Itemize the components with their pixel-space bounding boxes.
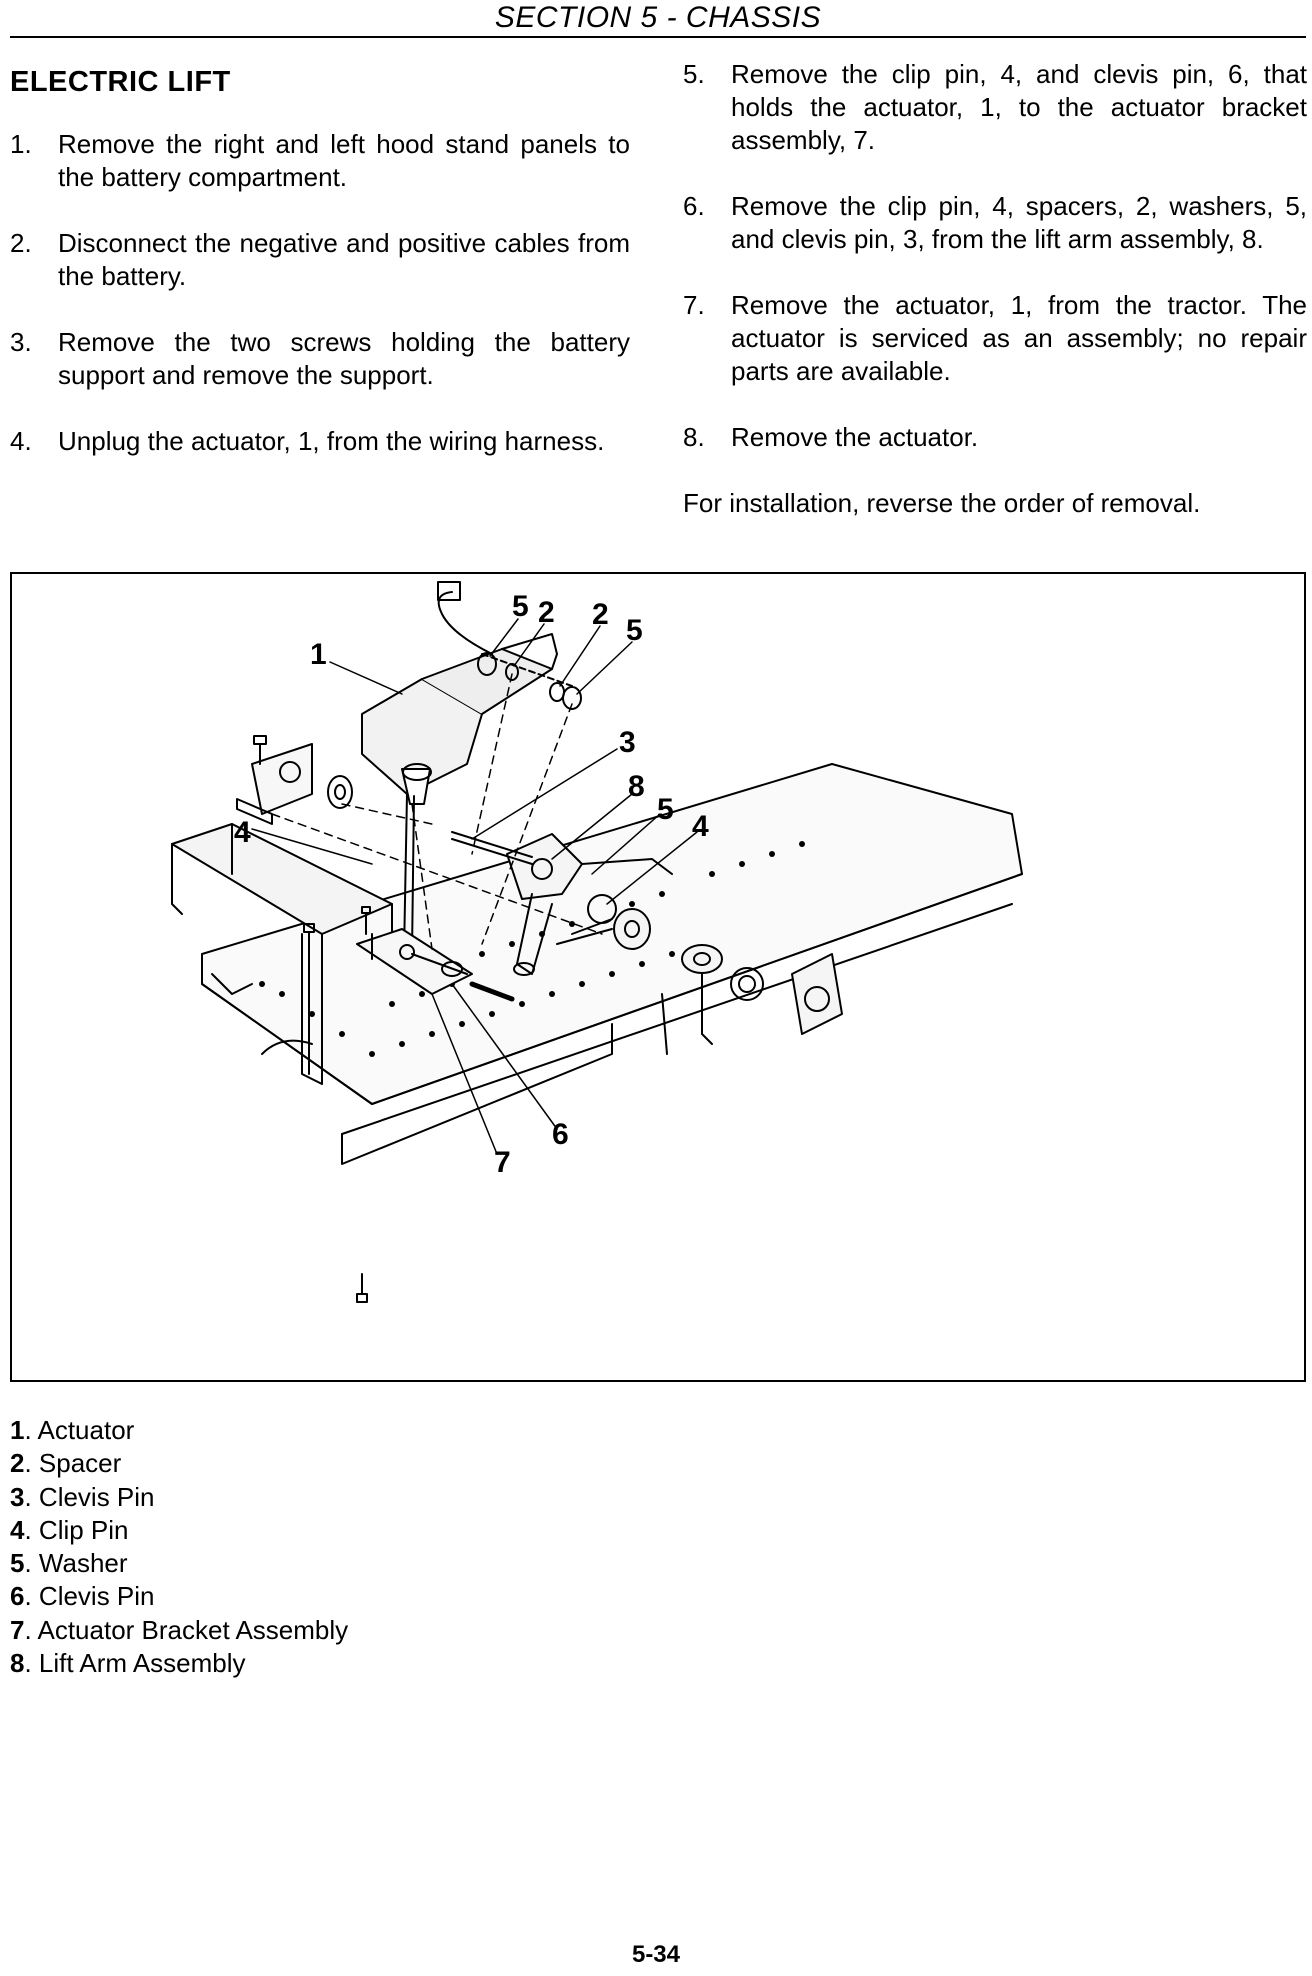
step-item: 8. Remove the actuator.: [683, 421, 1307, 454]
legend-label: . Clevis Pin: [24, 1581, 155, 1612]
battery-support-drawing: [171, 823, 393, 1085]
legend-item: 4. Clip Pin: [10, 1514, 348, 1547]
exploded-diagram-figure: 1 5 2 2 5 3 8 5 4 4 6 7: [10, 572, 1306, 1382]
leader-lines: [251, 618, 698, 1155]
left-column: ELECTRIC LIFT 1. Remove the right and le…: [10, 58, 630, 491]
step-text: Disconnect the negative and positive cab…: [58, 228, 630, 291]
step-text: Remove the two screws holding the batter…: [58, 327, 630, 390]
step-text: Remove the right and left hood stand pan…: [58, 129, 630, 192]
step-number: 3.: [10, 327, 32, 357]
clevis-pin-drawing: [469, 981, 515, 1002]
legend-label: . Spacer: [24, 1448, 122, 1479]
step-number: 4.: [10, 426, 32, 456]
step-number: 2.: [10, 228, 32, 258]
chassis-frame-drawing: [201, 763, 1023, 1165]
legend-label: . Actuator: [24, 1415, 135, 1445]
legend-item: 7. Actuator Bracket Assembly: [10, 1614, 348, 1647]
bearing-bracket-drawing: [613, 908, 843, 1055]
step-item: 3. Remove the two screws holding the bat…: [10, 326, 630, 392]
step-number: 6.: [683, 191, 705, 221]
callout-labels: 1 5 2 2 5 3 8 5 4 4 6 7: [234, 590, 709, 1179]
callout-label: 5: [626, 614, 643, 647]
legend-label: . Lift Arm Assembly: [24, 1648, 246, 1679]
legend-label: . Washer: [24, 1548, 128, 1579]
spacer-washer-drawing: [477, 652, 582, 710]
step-item: 7. Remove the actuator, 1, from the trac…: [683, 289, 1307, 388]
parts-legend: 1. Actuator 2. Spacer 3. Clevis Pin 4. C…: [10, 1414, 348, 1680]
legend-item: 2. Spacer: [10, 1447, 348, 1480]
closing-note: For installation, reverse the order of r…: [683, 488, 1201, 518]
step-number: 1.: [10, 129, 32, 159]
callout-label: 2: [592, 598, 609, 631]
actuator-drawing: [361, 581, 558, 955]
callout-label: 4: [692, 810, 709, 843]
left-bracket-drawing: [236, 735, 313, 825]
callout-label: 5: [512, 590, 529, 623]
legend-number: 7: [10, 1614, 25, 1645]
exploded-diagram: 1 5 2 2 5 3 8 5 4 4 6 7: [171, 581, 1023, 1303]
legend-item: 1. Actuator: [10, 1414, 348, 1447]
legend-number: 8: [10, 1648, 25, 1679]
step-text: Remove the clip pin, 4, and clevis pin, …: [731, 59, 1307, 155]
legend-item: 8. Lift Arm Assembly: [10, 1647, 348, 1680]
section-header: SECTION 5 - CHASSIS: [10, 0, 1306, 38]
legend-label: . Clevis Pin: [24, 1481, 155, 1512]
callout-label: 4: [234, 816, 251, 849]
legend-number: 3: [10, 1481, 25, 1512]
page-number: 5-34: [631, 1941, 681, 1968]
section-heading: ELECTRIC LIFT: [10, 66, 231, 98]
step-text: Remove the actuator, 1, from the tractor…: [731, 290, 1307, 386]
legend-number: 1: [10, 1415, 25, 1445]
legend-number: 6: [10, 1581, 25, 1612]
step-number: 7.: [683, 290, 705, 320]
step-number: 8.: [683, 422, 705, 452]
legend-item: 6. Clevis Pin: [10, 1580, 348, 1613]
legend-label: . Actuator Bracket Assembly: [24, 1614, 349, 1645]
bolts-drawing: [303, 906, 371, 1303]
callout-label: 6: [552, 1118, 569, 1151]
callout-label: 7: [494, 1146, 511, 1179]
step-item: 1. Remove the right and left hood stand …: [10, 128, 630, 194]
legend-item: 5. Washer: [10, 1547, 348, 1580]
right-column: 5. Remove the clip pin, 4, and clevis pi…: [683, 58, 1307, 520]
step-item: 5. Remove the clip pin, 4, and clevis pi…: [683, 58, 1307, 157]
legend-number: 4: [10, 1514, 25, 1545]
step-text: Unplug the actuator, 1, from the wiring …: [58, 426, 605, 456]
step-text: Remove the actuator.: [731, 422, 979, 452]
step-item: 4. Unplug the actuator, 1, from the wiri…: [10, 425, 630, 458]
washer-drawing: [327, 775, 353, 809]
alignment-lines: [271, 673, 603, 950]
legend-number: 2: [10, 1448, 25, 1479]
callout-label: 1: [310, 638, 327, 671]
legend-item: 3. Clevis Pin: [10, 1481, 348, 1514]
step-item: 6. Remove the clip pin, 4, spacers, 2, w…: [683, 190, 1307, 256]
callout-label: 8: [628, 770, 645, 803]
legend-label: . Clip Pin: [24, 1514, 129, 1545]
callout-label: 3: [619, 726, 636, 759]
legend-number: 5: [10, 1548, 25, 1579]
step-number: 5.: [683, 59, 705, 89]
callout-label: 5: [657, 793, 674, 826]
callout-label: 2: [538, 596, 555, 629]
step-item: 2. Disconnect the negative and positive …: [10, 227, 630, 293]
step-text: Remove the clip pin, 4, spacers, 2, wash…: [731, 191, 1307, 254]
actuator-bracket-drawing: [356, 928, 473, 995]
